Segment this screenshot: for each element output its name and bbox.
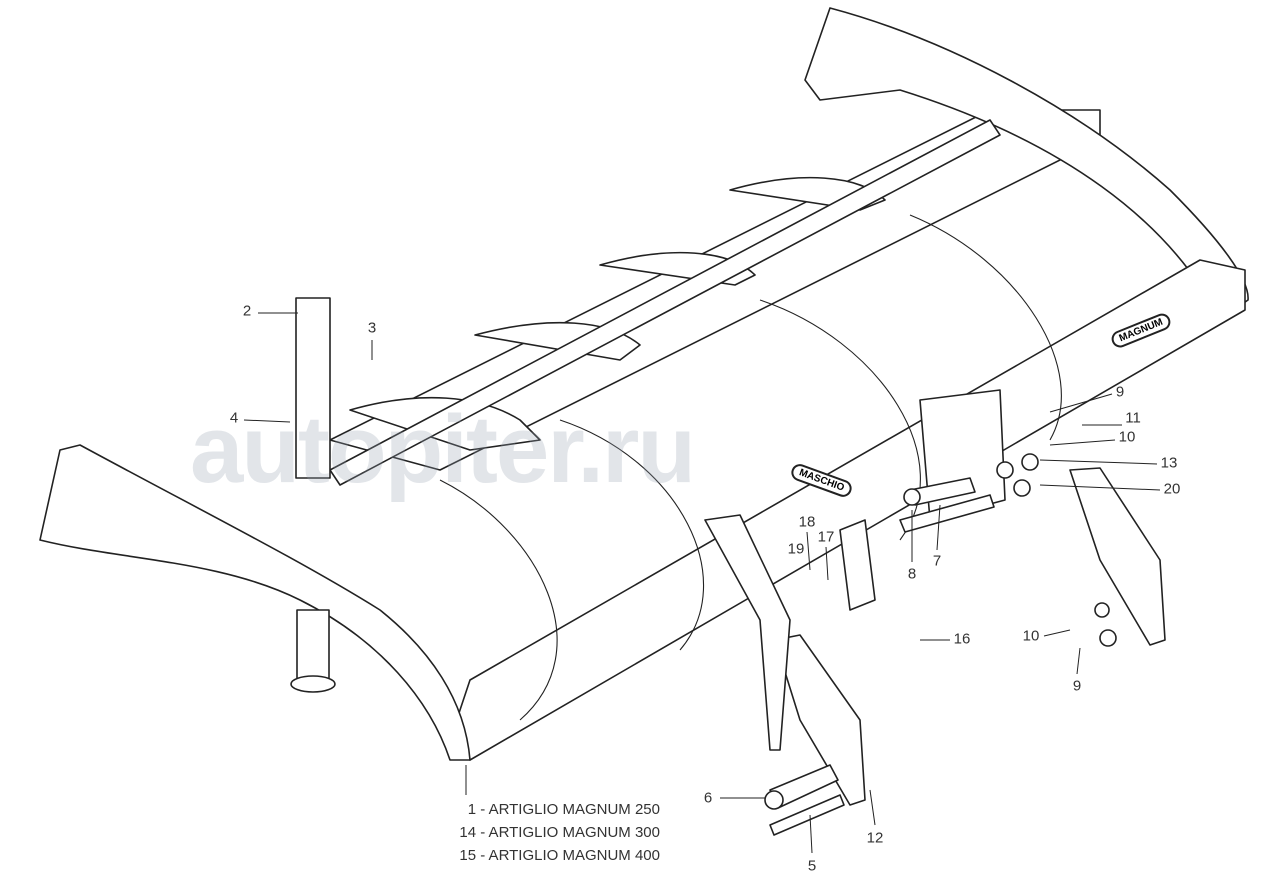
callout-13: 13 (1160, 454, 1178, 472)
callout-17: 17 (817, 528, 835, 546)
stand-post (295, 297, 331, 479)
callout-9b: 9 (1072, 677, 1082, 695)
caption-line: 1 - ARTIGLIO MAGNUM 250 (467, 801, 660, 818)
callout-16: 16 (953, 630, 971, 648)
callout-19: 19 (787, 540, 805, 558)
callout-7: 7 (932, 552, 942, 570)
callout-3: 3 (367, 319, 377, 337)
callout-18: 18 (798, 513, 816, 531)
callout-10: 10 (1118, 428, 1136, 446)
watermark: autopiter.ru (190, 396, 696, 503)
callout-6: 6 (703, 789, 713, 807)
leader-lines (243, 312, 1161, 854)
callout-2: 2 (242, 302, 252, 320)
caption-line: 15 - ARTIGLIO MAGNUM 400 (459, 847, 660, 864)
callout-11: 11 (1125, 409, 1141, 427)
caption-line: 14 - ARTIGLIO MAGNUM 300 (459, 824, 660, 841)
bolt-plate (839, 519, 876, 611)
callout-12: 12 (866, 829, 884, 847)
callout-4: 4 (229, 409, 239, 427)
callout-8: 8 (907, 565, 917, 583)
callout-10b: 10 (1022, 627, 1040, 645)
side-plate-left (39, 444, 471, 761)
callout-20: 20 (1163, 480, 1181, 498)
callout-5: 5 (807, 857, 817, 875)
top-bar (329, 119, 1001, 486)
callout-9: 9 (1115, 383, 1125, 401)
hitch-plate-left (774, 634, 866, 806)
